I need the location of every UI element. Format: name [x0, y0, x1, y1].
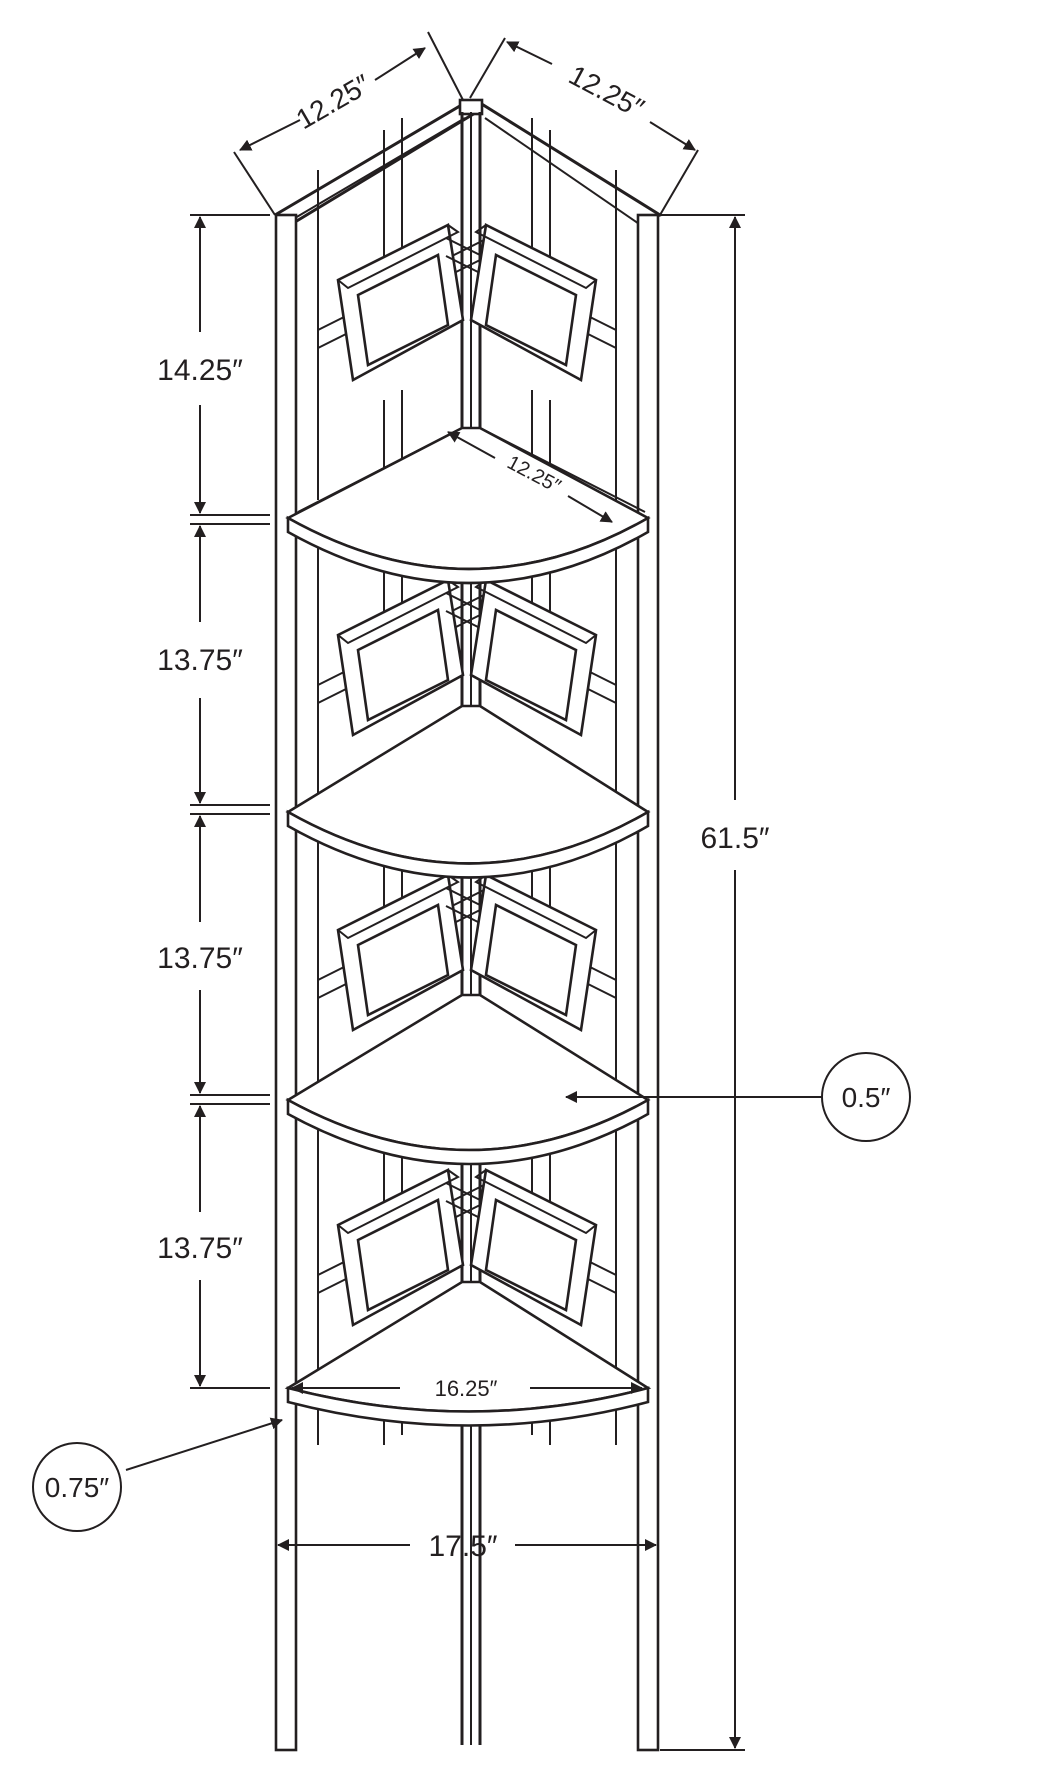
dim-top-right-depth: 12.25″ [469, 37, 699, 216]
dim-total-height: 61.5″ [660, 214, 770, 1751]
label-leg-thickness: 0.75″ [45, 1472, 109, 1503]
shelf-1 [285, 426, 651, 585]
label-gap-top: 14.25″ [157, 354, 243, 387]
shelf-2 [285, 704, 651, 879]
dim-leg-thickness: 0.75″ [32, 1417, 283, 1532]
shelf-3 [285, 993, 651, 1166]
callout-circle [821, 1052, 911, 1142]
label-gap-4: 13.75″ [157, 1232, 243, 1265]
dim-bottom-shelf-width: 16.25″ [291, 1376, 643, 1401]
label-overall-width: 17.5″ [428, 1530, 497, 1563]
shelf-frame [274, 98, 664, 1752]
shelves [284, 426, 652, 1427]
label-total-height: 61.5″ [700, 822, 769, 855]
label-top-right-depth: 12.25″ [564, 59, 649, 124]
shelf-4 [284, 1280, 652, 1427]
label-shelf-thickness: 0.5″ [842, 1082, 891, 1113]
label-gap-2: 13.75″ [157, 644, 243, 677]
callout-circle [32, 1442, 122, 1532]
label-top-left-depth: 12.25″ [291, 68, 376, 135]
dim-shelf-thickness: 0.5″ [565, 1052, 911, 1142]
dim-overall-width: 17.5″ [275, 1455, 659, 1563]
label-bottom-shelf-width: 16.25″ [435, 1376, 498, 1401]
label-gap-3: 13.75″ [157, 942, 243, 975]
dim-shelf-gaps: 14.25″ 13.75″ 13.75″ 13.75″ [157, 214, 270, 1389]
